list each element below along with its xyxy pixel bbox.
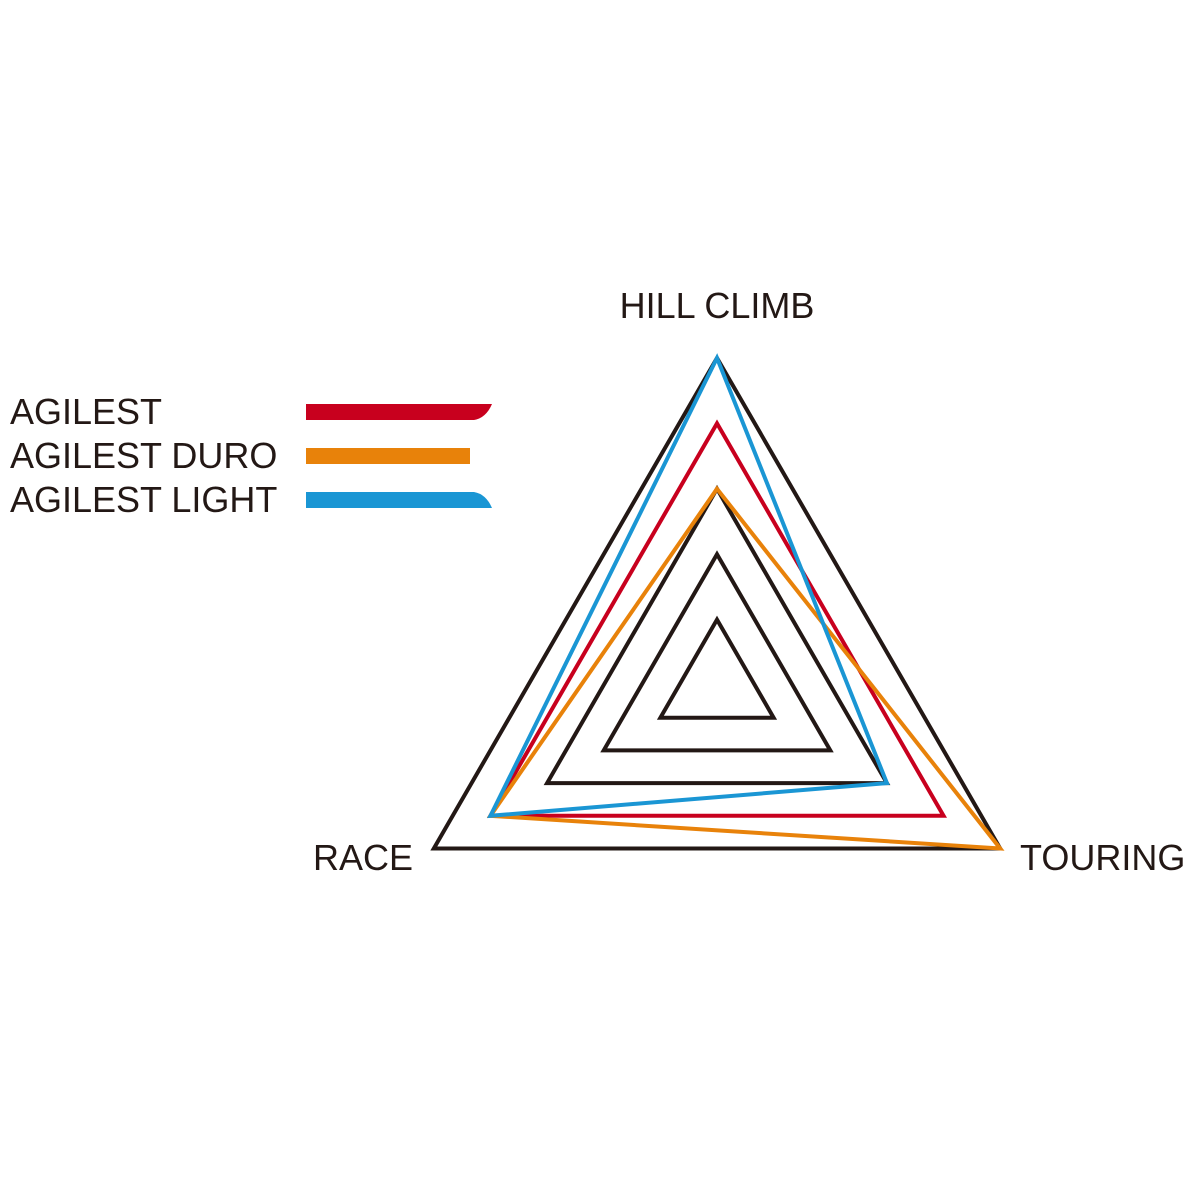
legend-swatch — [306, 492, 492, 508]
legend-swatch — [306, 448, 470, 464]
legend-label: AGILEST LIGHT — [10, 479, 277, 520]
series-agilest — [486, 419, 948, 818]
axis-label-hill-climb: HILL CLIMB — [620, 285, 815, 326]
axis-label-touring: TOURING — [1020, 837, 1185, 878]
grid-triangle-level-3 — [543, 484, 891, 786]
grid-triangle-level-5 — [430, 354, 1004, 851]
legend-swatch — [306, 404, 492, 420]
axis-label-race: RACE — [313, 837, 413, 878]
legend-label: AGILEST DURO — [10, 435, 277, 476]
series-agilest-duro — [486, 485, 1005, 851]
grid-triangle-level-1 — [656, 615, 778, 720]
legend-label: AGILEST — [10, 391, 162, 432]
series-agilest-light — [487, 353, 890, 819]
grid-triangle-level-2 — [600, 550, 834, 753]
